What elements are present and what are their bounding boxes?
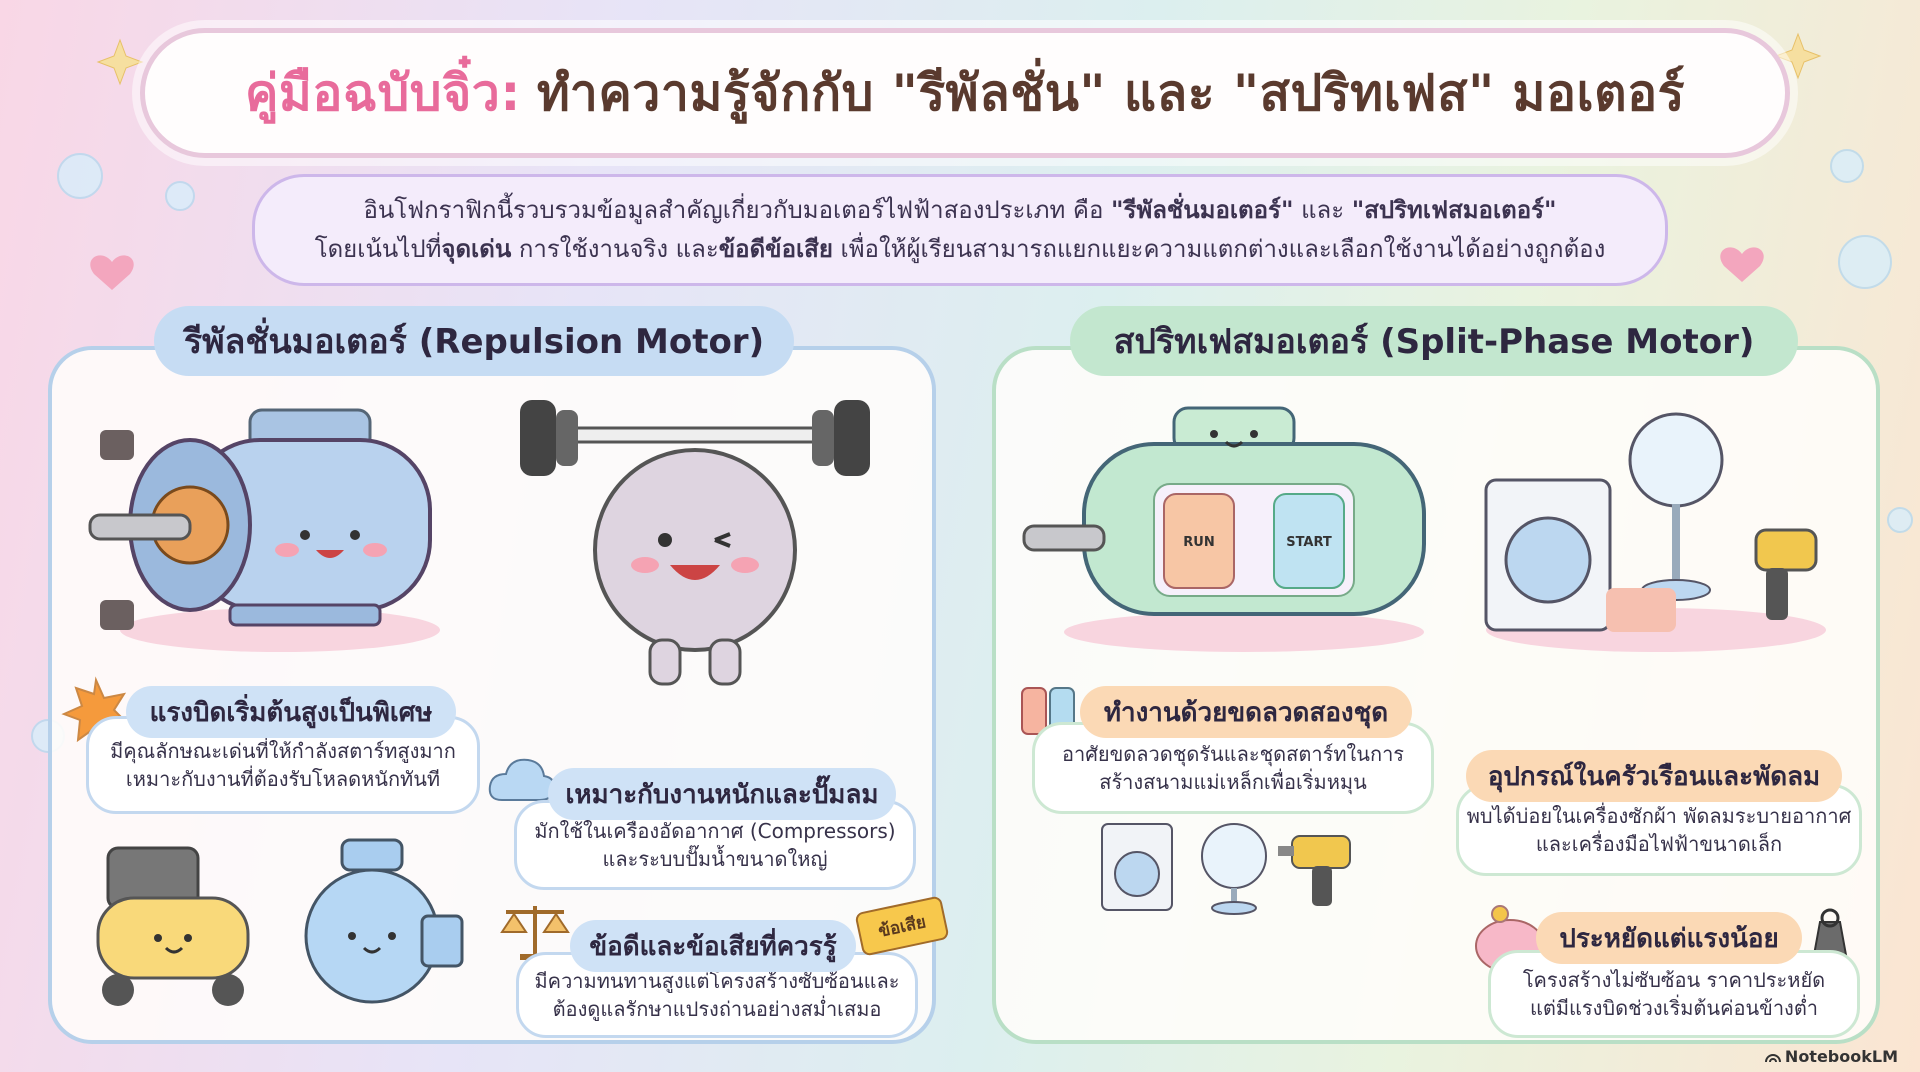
bubble-icon [31,149,1913,753]
start-coil-label: START [1286,535,1332,550]
water-pump-illustration [304,838,464,1004]
intro-emphasis: "รีพัลชั่นมอเตอร์" [1111,196,1294,224]
intro-emphasis: จุดเด่น [441,235,512,263]
intro-text: อินโฟกราฟิกนี้รวบรวมข้อมูลสำคัญเกี่ยวกับ… [363,196,1111,224]
feature-desc-line: เหมาะกับงานที่ต้องรับโหลดหนักทันที [125,767,441,791]
feature-desc-line: มีความทนทานสูงแต่โครงสร้างซับซ้อนและ [534,969,900,993]
split-phase-panel-title: สปริทเฟสมอเตอร์ (Split-Phase Motor) [1070,306,1798,376]
feature-desc-line: อาศัยขดลวดชุดรันและชุดสตาร์ทในการ [1061,742,1405,766]
title-main: ทำความรู้จักกับ "รีพัลชั่น" และ "สปริทเฟ… [536,63,1685,122]
fan-icon [1201,823,1267,915]
feature-desc-line: ต้องดูแลรักษาแปรงถ่านอย่างสม่ำเสมอ [552,997,882,1021]
page-title: คู่มือฉบับจิ๋ว: ทำความรู้จักกับ "รีพัลชั… [140,28,1790,158]
feature-desc-line: มีคุณลักษณะเด่นที่ให้กำลังสตาร์ทสูงมาก [110,739,456,763]
feature-desc-line: มักใช้ในเครื่องอัดอากาศ (Compressors) [534,819,896,843]
feature-desc-line: สร้างสนามแม่เหล็กเพื่อเริ่มหมุน [1099,770,1367,794]
title-prefix: คู่มือฉบับจิ๋ว: [244,63,521,122]
feature-heading-heavy-duty: เหมาะกับงานหนักและปั๊มลม [548,768,896,820]
intro-text: เพื่อให้ผู้เรียนสามารถแยกแยะความแตกต่างแ… [832,235,1606,263]
feature-card-two-windings: อาศัยขดลวดชุดรันและชุดสตาร์ทในการ สร้างส… [1032,722,1434,814]
feature-heading-pros-cons: ข้อดีและข้อเสียที่ควรรู้ [570,920,856,972]
intro-emphasis: "สปริทเฟสมอเตอร์" [1351,196,1557,224]
notebooklm-logo: NotebookLM [1764,1047,1898,1066]
repulsion-panel-title: รีพัลชั่นมอเตอร์ (Repulsion Motor) [154,306,794,376]
household-appliances-illustration [1484,412,1826,652]
intro-text: การใช้งานจริง และ [511,235,719,263]
strong-ball-illustration [520,400,870,686]
feature-heading-economical: ประหยัดแต่แรงน้อย [1536,912,1802,964]
heart-icon [90,247,1764,290]
feature-desc-line: แต่มีแรงบิดช่วงเริ่มต้นค่อนข้างต่ำ [1529,996,1819,1020]
air-compressor-illustration [96,846,250,1006]
feature-heading-high-torque: แรงบิดเริ่มต้นสูงเป็นพิเศษ [126,686,456,738]
notebooklm-icon [1764,1053,1781,1062]
feature-desc-line: พบได้บ่อยในเครื่องซักผ้า พัดลมระบายอากาศ [1466,804,1852,828]
intro-line-1: อินโฟกราฟิกนี้รวบรวมข้อมูลสำคัญเกี่ยวกับ… [363,191,1556,230]
intro-text: และ [1293,196,1352,224]
washing-machine-icon [1101,823,1173,911]
intro-line-2: โดยเน้นไปที่จุดเด่น การใช้งานจริง และข้อ… [315,230,1606,269]
run-coil-label: RUN [1183,535,1214,550]
split-phase-motor-illustration: RUN START [1022,406,1426,652]
feature-desc-line: และระบบปั๊มน้ำขนาดใหญ่ [602,847,828,871]
intro-text: โดยเน้นไปที่ [314,235,442,263]
feature-desc-line: และเครื่องมือไฟฟ้าขนาดเล็ก [1535,832,1783,856]
feature-heading-two-windings: ทำงานด้วยขดลวดสองชุด [1080,686,1412,738]
feature-heading-household: อุปกรณ์ในครัวเรือนและพัดลม [1466,750,1842,802]
feature-desc-line: โครงสร้างไม่ซับซ้อน ราคาประหยัด [1522,968,1826,992]
power-drill-icon [1278,835,1351,906]
intro-box: อินโฟกราฟิกนี้รวบรวมข้อมูลสำคัญเกี่ยวกับ… [252,174,1668,286]
notebooklm-label: NotebookLM [1784,1047,1898,1066]
repulsion-motor-illustration [88,408,440,652]
intro-emphasis: ข้อดีข้อเสีย [718,235,833,263]
sparkle-icon [96,32,1822,86]
